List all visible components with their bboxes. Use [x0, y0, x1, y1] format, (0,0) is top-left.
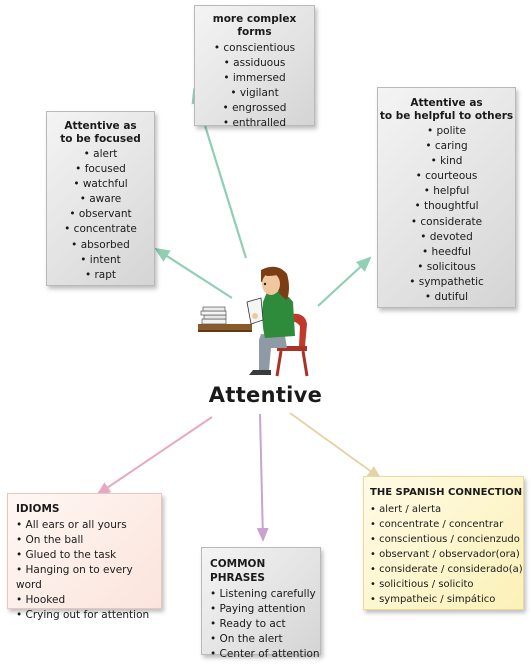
common-phrases-list: Listening carefully Paying attention Rea… [210, 587, 320, 662]
list-item: conscientious [195, 41, 314, 56]
list-item: observant / observador(ora) [370, 547, 523, 562]
complex-forms-title: more complex forms [212, 13, 297, 38]
list-item: vigilant [195, 86, 314, 101]
list-item: considerate [378, 215, 515, 230]
list-item: engrossed [195, 101, 314, 116]
focused-list: alert focused watchful aware observant c… [47, 147, 154, 283]
list-item: kind [378, 154, 515, 169]
list-item: sympathetic [378, 275, 515, 290]
common-phrases-title: COMMON PHRASES [210, 558, 266, 584]
list-item: watchful [47, 177, 154, 192]
list-item: dutiful [378, 290, 515, 305]
list-item: On the alert [210, 632, 320, 647]
complex-forms-list: conscientious assiduous immersed vigilan… [195, 41, 314, 132]
arrow-to-phrases [256, 413, 269, 542]
list-item: enthralled [195, 116, 314, 131]
arrow-to-idioms [96, 416, 213, 496]
helpful-title: Attentive as to be helpful to others [379, 97, 514, 122]
list-item: Ready to act [210, 617, 320, 632]
list-item: considerate / considerado(a) [370, 562, 523, 577]
list-item: All ears or all yours [16, 518, 161, 533]
list-item: caring [378, 139, 515, 154]
list-item: solicitious / solicito [370, 577, 523, 592]
list-item: alert / alerta [370, 502, 523, 517]
main-title: Attentive [208, 383, 323, 407]
list-item: sympatheic / simpático [370, 592, 523, 607]
list-item: Paying attention [210, 602, 320, 617]
list-item: immersed [195, 71, 314, 86]
list-item: Hanging on to every word [16, 563, 161, 593]
list-item: absorbed [47, 238, 154, 253]
arrow-to-spanish [289, 412, 382, 480]
list-item: alert [47, 147, 154, 162]
list-item: observant [47, 207, 154, 222]
list-item: On the ball [16, 533, 161, 548]
list-item: devoted [378, 230, 515, 245]
complex-forms-box: more complex forms conscientious assiduo… [194, 5, 315, 129]
arrow-to-focused [154, 247, 233, 299]
helpful-box: Attentive as to be helpful to others pol… [377, 87, 516, 308]
common-phrases-box: COMMON PHRASES Listening carefully Payin… [201, 547, 321, 660]
list-item: courteous [378, 169, 515, 184]
arrow-to-helpful [317, 256, 372, 307]
spanish-connection-box: THE SPANISH CONNECTION alert / alerta co… [363, 476, 524, 610]
idioms-title: IDIOMS [16, 503, 60, 515]
list-item: heedful [378, 245, 515, 260]
list-item: Hooked [16, 593, 161, 608]
list-item: Glued to the task [16, 548, 161, 563]
idioms-box: IDIOMS All ears or all yours On the ball… [7, 493, 162, 621]
spanish-connection-title: THE SPANISH CONNECTION [370, 487, 523, 498]
list-item: intent [47, 253, 154, 268]
list-item: concentrate / concentrar [370, 517, 523, 532]
helpful-list: polite caring kind courteous helpful tho… [378, 124, 515, 305]
idioms-list: All ears or all yours On the ball Glued … [16, 518, 161, 623]
list-item: helpful [378, 184, 515, 199]
list-item: Listening carefully [210, 587, 320, 602]
list-item: conscientious / concienzudo [370, 532, 523, 547]
list-item: assiduous [195, 56, 314, 71]
focused-box: Attentive as to be focused alert focused… [46, 111, 155, 286]
spanish-connection-list: alert / alerta concentrate / concentrar … [370, 502, 523, 607]
list-item: thoughtful [378, 199, 515, 214]
list-item: concentrate [47, 222, 154, 237]
reading-person-illustration [198, 266, 309, 377]
list-item: Crying out for attention [16, 608, 161, 623]
list-item: rapt [47, 268, 154, 283]
list-item: focused [47, 162, 154, 177]
list-item: solicitous [378, 260, 515, 275]
list-item: aware [47, 192, 154, 207]
list-item: Center of attention [210, 647, 320, 662]
list-item: polite [378, 124, 515, 139]
focused-title: Attentive as to be focused [60, 120, 141, 145]
